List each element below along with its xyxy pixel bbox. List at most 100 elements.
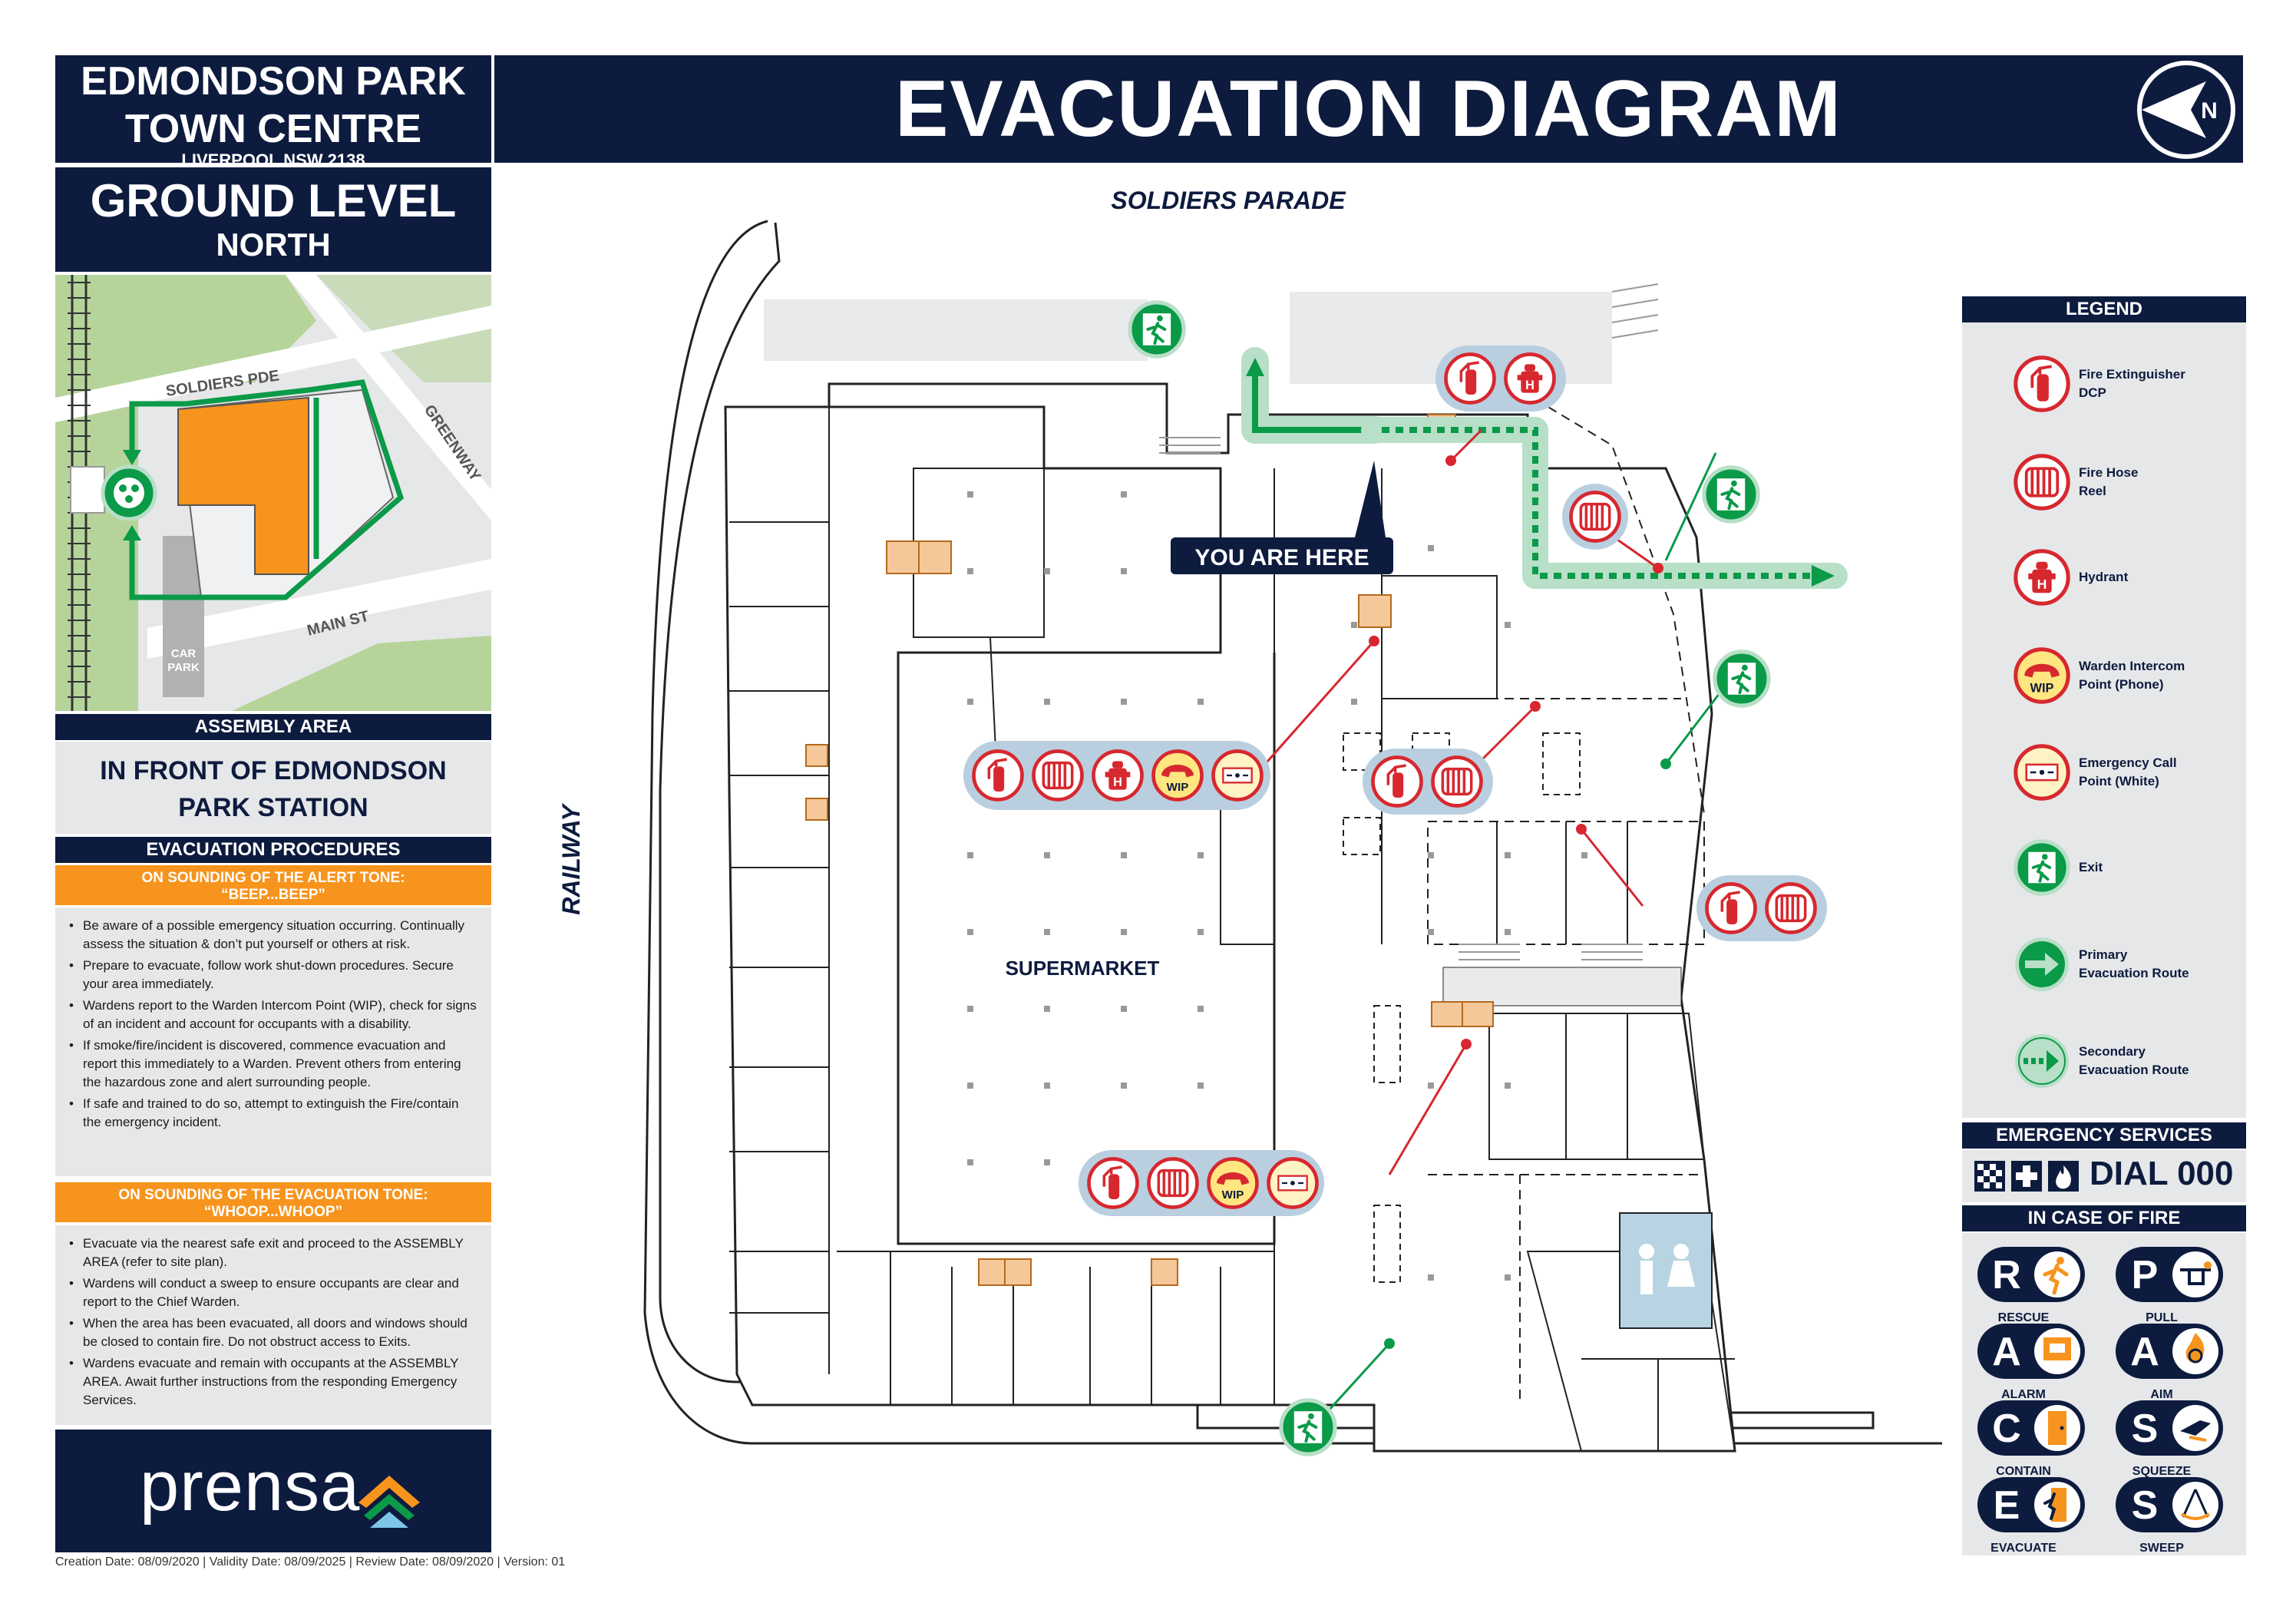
legend-label-line1: Emergency Call: [2079, 755, 2177, 770]
fire-hose-reel-icon: [1571, 493, 1620, 541]
alert-tone-line2: “BEEP...BEEP”: [221, 887, 325, 903]
exit-icon: [1715, 652, 1769, 706]
pass-step-aim: A AIM: [2116, 1321, 2231, 1401]
assembly-line1: IN FRONT OF EDMONDSON: [100, 756, 447, 785]
evacuation-tone-heading: ON SOUNDING OF THE EVACUATION TONE: “WHO…: [55, 1182, 491, 1222]
legend-label-line1: Primary: [2079, 947, 2128, 962]
assembly-line2: PARK STATION: [178, 793, 368, 822]
hydrant-icon: [2013, 548, 2071, 607]
pass-caption: AIM: [2150, 1388, 2173, 1401]
main-title: EVACUATION DIAGRAM: [895, 64, 1842, 154]
emergency-call-point-icon: [1214, 752, 1262, 800]
fire-extinguisher-icon: [1373, 758, 1422, 806]
aim-icon: A: [2116, 1324, 2223, 1379]
race-letter: C: [1992, 1406, 2021, 1451]
legend-label-line1: Fire Extinguisher: [2079, 367, 2185, 382]
supermarket-label: SUPERMARKET: [1006, 957, 1160, 980]
you-are-here-label: YOU ARE HERE: [1194, 545, 1369, 570]
race-letter: A: [1992, 1330, 2021, 1374]
race-caption: ALARM: [2001, 1388, 2046, 1401]
fire-hose-reel-icon: [1767, 884, 1815, 933]
alert-step: If smoke/fire/incident is discovered, co…: [68, 1036, 477, 1092]
emergency-services-title: EMERGENCY SERVICES: [1962, 1122, 2246, 1149]
warden-intercom-icon: [1209, 1159, 1257, 1208]
legend-label-line2: DCP: [2079, 385, 2106, 400]
alert-step: Wardens report to the Warden Intercom Po…: [68, 997, 477, 1033]
site-name-line2: TOWN CENTRE: [124, 107, 422, 151]
fire-extinguisher-icon: [2013, 355, 2071, 413]
evac-step: When the area has been evacuated, all do…: [68, 1314, 477, 1351]
street-label-soldiers-parade: SOLDIERS PARADE: [1111, 187, 1346, 214]
race-caption: CONTAIN: [1996, 1465, 2051, 1478]
pass-letter: A: [2130, 1330, 2159, 1374]
alert-step: If safe and trained to do so, attempt to…: [68, 1095, 477, 1132]
alarm-icon: A: [1977, 1324, 2085, 1379]
compass-letter: N: [2201, 98, 2218, 124]
exit-icon: [1130, 302, 1184, 356]
squeeze-icon: S: [2116, 1400, 2223, 1456]
pull-icon: P: [2116, 1247, 2223, 1302]
race-caption: EVACUATE: [1990, 1542, 2056, 1555]
exit-icon: [2013, 838, 2071, 897]
race-step-rescue: R RESCUE: [1977, 1244, 2093, 1324]
evac-step: Wardens will conduct a sweep to ensure o…: [68, 1274, 477, 1311]
pass-letter: S: [2132, 1406, 2159, 1451]
evacuation-procedures-title: EVACUATION PROCEDURES: [55, 837, 491, 863]
race-caption: RESCUE: [1997, 1311, 2050, 1324]
fire-extinguisher-icon: [1446, 355, 1495, 403]
legend-label-line1: Warden Intercom: [2079, 659, 2185, 673]
alert-tone-line1: ON SOUNDING OF THE ALERT TONE:: [141, 870, 405, 886]
assembly-area-title: ASSEMBLY AREA: [55, 714, 491, 740]
legend-item: Hydrant: [1962, 539, 2246, 616]
main-title-bar: EVACUATION DIAGRAM: [494, 55, 2243, 163]
hydrant-icon: [1506, 355, 1554, 403]
north-compass-icon: N: [2131, 58, 2238, 161]
pass-step-pull: P PULL: [2116, 1244, 2231, 1324]
legend-label-line1: Exit: [2079, 860, 2103, 874]
emergency-call-point-icon: [1269, 1159, 1317, 1208]
level-title: GROUND LEVEL: [90, 175, 457, 226]
pass-step-squeeze: S SQUEEZE: [2116, 1397, 2231, 1478]
exit-icon: [1281, 1400, 1335, 1454]
rescue-icon: R: [1977, 1247, 2085, 1302]
brand-block: prensa: [55, 1430, 491, 1552]
legend-item: Exit: [1962, 829, 2246, 906]
alert-step: Be aware of a possible emergency situati…: [68, 917, 477, 954]
legend-label-line2: Point (Phone): [2079, 677, 2164, 692]
alert-procedures: Be aware of a possible emergency situati…: [55, 907, 491, 1176]
race-step-evacuate: E EVACUATE: [1977, 1474, 2093, 1555]
level-subtitle: NORTH: [216, 226, 331, 263]
legend-label-line2: Reel: [2079, 484, 2106, 498]
fire-hose-reel-icon: [2013, 453, 2071, 511]
street-label-railway: RAILWAY: [557, 803, 585, 915]
brand-logo-text: prensa: [140, 1447, 361, 1525]
race-letter: R: [1992, 1253, 2021, 1297]
in-case-of-fire-panel: R RESCUE A ALARM C CONTAIN E EVACUATE: [1962, 1233, 2246, 1555]
race-letter: E: [1994, 1483, 2020, 1528]
pass-caption: PULL: [2146, 1311, 2178, 1324]
car-park-label-2: PARK: [167, 661, 200, 674]
assembly-area-description: IN FRONT OF EDMONDSON PARK STATION: [55, 742, 491, 834]
legend-label-line2: Evacuation Route: [2079, 1063, 2189, 1077]
warden-intercom-icon: [1154, 752, 1202, 800]
alert-step: Prepare to evacuate, follow work shut-do…: [68, 957, 477, 993]
pass-caption: SWEEP: [2139, 1542, 2184, 1555]
pass-step-sweep: S SWEEP: [2116, 1474, 2231, 1555]
pass-letter: P: [2132, 1253, 2159, 1297]
legend-label-line1: Fire Hose: [2079, 465, 2139, 480]
secondary-route-icon: [2015, 1034, 2069, 1088]
sweep-icon: S: [2116, 1477, 2223, 1532]
alert-tone-heading: ON SOUNDING OF THE ALERT TONE: “BEEP...B…: [55, 865, 491, 905]
evac-tone-line1: ON SOUNDING OF THE EVACUATION TONE:: [118, 1187, 428, 1203]
race-step-contain: C CONTAIN: [1977, 1397, 2093, 1478]
hydrant-icon: [1094, 752, 1142, 800]
evac-tone-line2: “WHOOP...WHOOP”: [203, 1204, 343, 1220]
fire-extinguisher-icon: [1089, 1159, 1138, 1208]
